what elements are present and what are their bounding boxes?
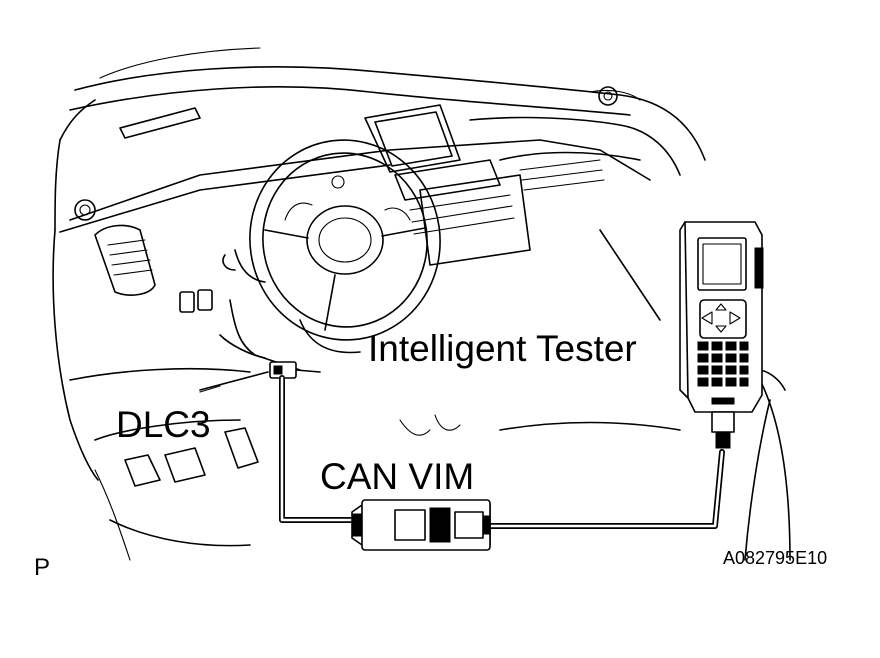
dashboard-outline <box>52 47 791 561</box>
steering-wheel <box>222 139 441 354</box>
page-marker: P <box>34 554 51 581</box>
cable-dlc3-to-vim <box>279 375 358 523</box>
cable-vim-to-tester <box>487 449 725 529</box>
can-vim-module <box>351 499 491 551</box>
label-can-vim: CAN VIM <box>320 456 475 497</box>
label-dlc3: DLC3 <box>116 404 211 445</box>
label-intelligent-tester: Intelligent Tester <box>368 328 637 369</box>
dlc3-connector <box>199 299 321 393</box>
figure-code: A082795E10 <box>723 548 828 568</box>
tester-keypad <box>697 341 749 387</box>
intelligent-tester-device <box>679 221 764 449</box>
